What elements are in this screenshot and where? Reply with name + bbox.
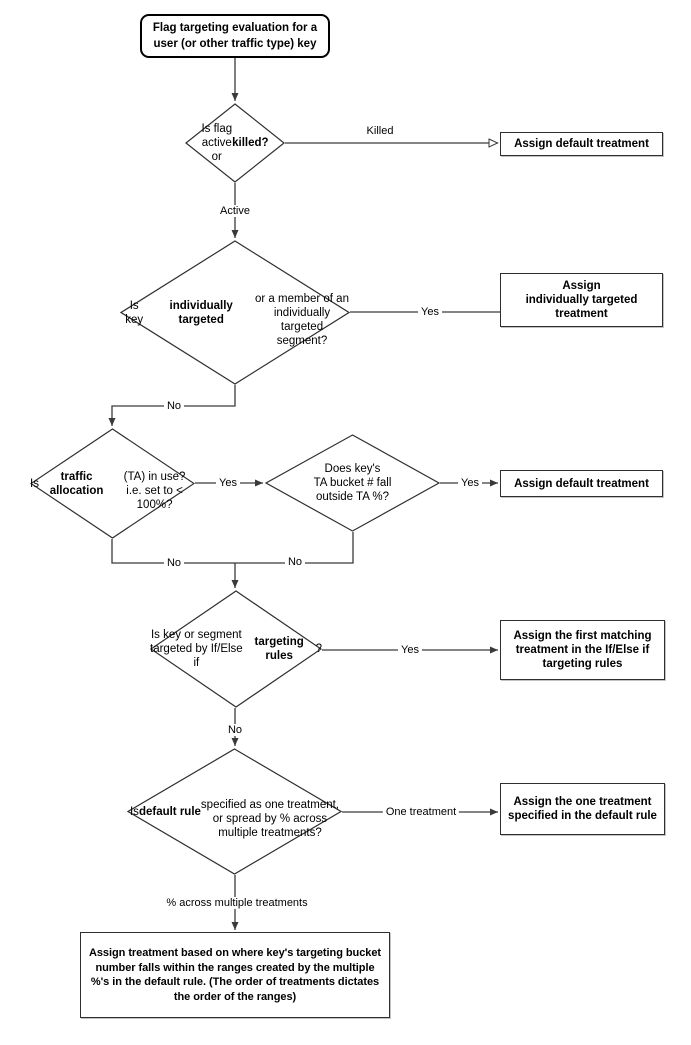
diamond-shape [120, 240, 350, 385]
box-assign-default-treatment-killed-label: Assign default treatment [514, 138, 649, 150]
diamond-shape [30, 428, 195, 539]
decision-individually-targeted-label: Is key individually targeted or a member… [125, 292, 349, 347]
diamond-shape [150, 590, 322, 708]
box-assign-individually-targeted-treatment: Assign individually targeted treatment [500, 273, 663, 327]
decision-ta-bucket-outside-pct: Does key's TA bucket # fall outside TA %… [265, 434, 440, 532]
edge-label-one-treatment: One treatment [382, 806, 460, 818]
box-assign-default-treatment-killed: Assign default treatment [500, 132, 663, 156]
edge-label-d5-yes: Yes [398, 644, 422, 656]
edge-label-d3-yes: Yes [216, 477, 240, 489]
edge-label-d4-no: No [284, 556, 306, 568]
decision-default-rule-type-label: Is default rule specified as one treatme… [129, 798, 340, 839]
decision-flag-active-or-killed-label: Is flag active or killed? [201, 123, 269, 163]
box-assign-default-treatment-ta: Assign default treatment [500, 470, 663, 497]
decision-traffic-allocation-in-use-label: Is traffic allocation (TA) in use? i.e. … [30, 470, 186, 511]
decision-ta-bucket-outside-pct-label: Does key's TA bucket # fall outside TA %… [313, 463, 392, 503]
decision-individually-targeted: Is key individually targeted or a member… [120, 240, 350, 385]
edge-label-pct-across: % across multiple treatments [163, 897, 311, 909]
box-assign-one-treatment: Assign the one treatment specified in th… [500, 783, 665, 835]
box-assign-default-treatment-ta-label: Assign default treatment [514, 477, 649, 490]
edge-label-d3-no: No [163, 557, 185, 569]
box-assign-first-matching-treatment-label: Assign the first matching treatment in t… [513, 630, 652, 670]
connector-d3-no-to-merge [111, 539, 235, 564]
decision-default-rule-type: Is default rule specified as one treatme… [127, 748, 342, 875]
edge-label-killed: Killed [363, 125, 397, 137]
edge-label-d2-no: No [163, 400, 185, 412]
decision-traffic-allocation-in-use: Is traffic allocation (TA) in use? i.e. … [30, 428, 195, 539]
edge-label-d4-yes: Yes [458, 477, 482, 489]
node-start-label: Flag targeting evaluation for a user (or… [152, 22, 318, 50]
box-assign-treatment-by-ranges-label: Assign treatment based on where key's ta… [88, 947, 382, 1003]
decision-flag-active-or-killed: Is flag active or killed? [185, 103, 285, 183]
decision-if-else-targeting-rules: Is key or segment targeted by If/Else if… [150, 590, 322, 708]
edge-label-d5-no: No [224, 724, 246, 736]
box-assign-individually-targeted-treatment-label: Assign individually targeted treatment [525, 280, 638, 320]
decision-if-else-targeting-rules-label: Is key or segment targeted by If/Else if… [150, 629, 322, 669]
box-assign-one-treatment-label: Assign the one treatment specified in th… [508, 796, 657, 822]
box-assign-first-matching-treatment: Assign the first matching treatment in t… [500, 620, 665, 680]
diamond-shape [265, 434, 440, 532]
edge-label-active: Active [217, 205, 253, 217]
node-start: Flag targeting evaluation for a user (or… [140, 14, 330, 58]
connector-d4-no-to-merge [235, 532, 354, 564]
diamond-shape [127, 748, 342, 875]
edge-label-d2-yes: Yes [418, 306, 442, 318]
diamond-shape [185, 103, 285, 183]
box-assign-treatment-by-ranges: Assign treatment based on where key's ta… [80, 932, 390, 1018]
